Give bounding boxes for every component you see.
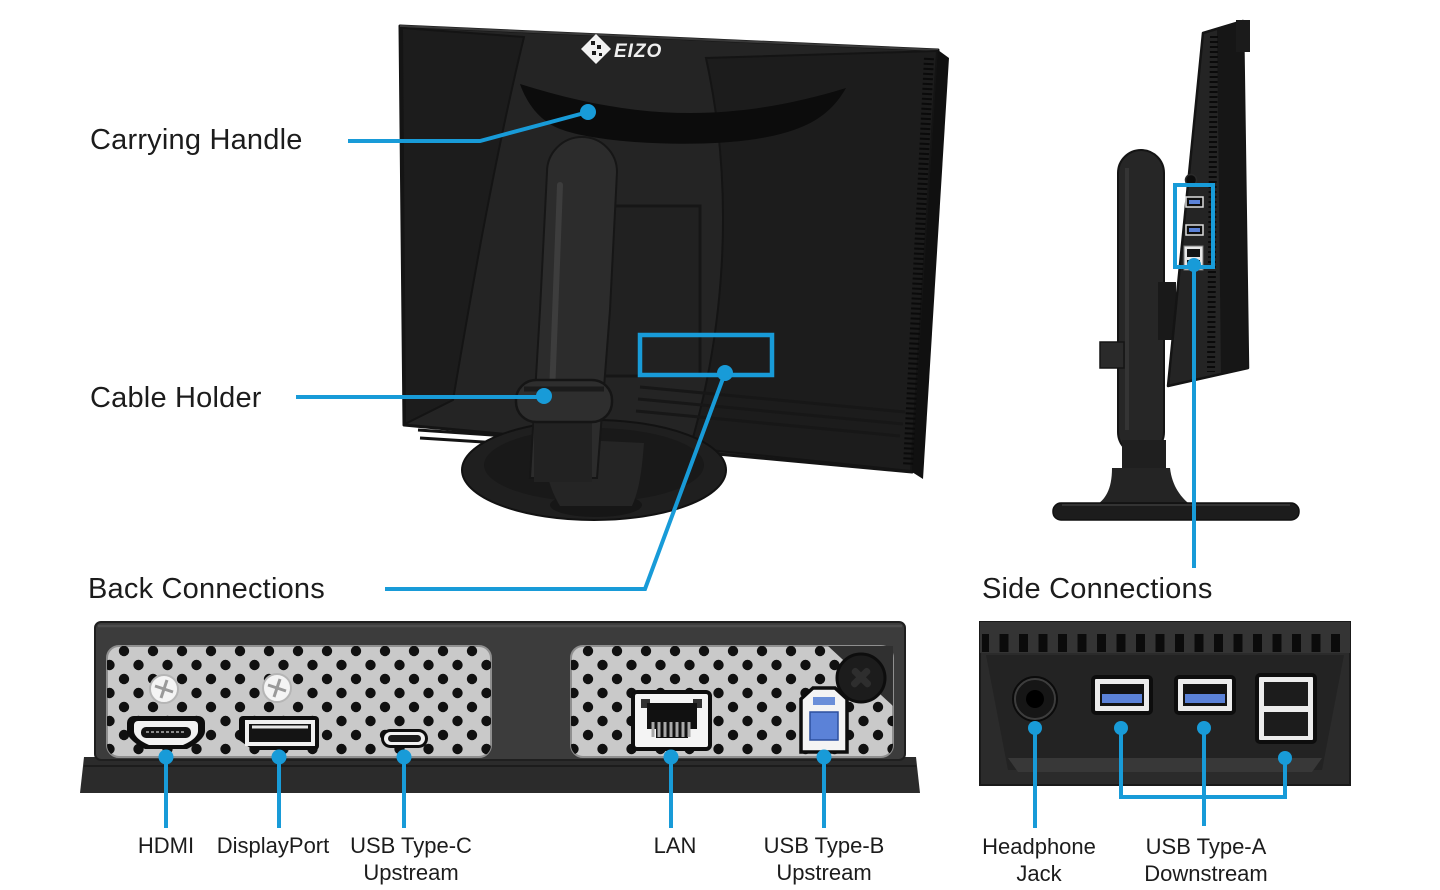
side-cable-holder-clip [1099,341,1125,369]
port-label-hdmi: HDMI [137,833,195,858]
carrying-handle-leader-line [348,110,589,143]
side-connections-dot [1187,258,1201,272]
side-usb-a-icon [1185,196,1204,208]
side-stand [1052,149,1300,521]
back-connections-panel [80,621,920,793]
screw-black-icon [835,652,887,704]
callout-cable-holder: Cable Holder [90,382,262,414]
port-label-headphone-jack: Headphone Jack [982,834,1096,886]
back-connections-highlight-box [637,332,775,378]
port-label-usb-type-a: USB Type-A Downstream [1144,834,1268,886]
screw-white-icon [149,674,179,704]
callout-carrying-handle: Carrying Handle [90,124,303,156]
side-connections-panel [979,621,1351,786]
usb-a-port-icon [1174,675,1236,715]
screw-white-icon [262,673,292,703]
port-label-displayport: DisplayPort [216,833,330,858]
callout-annotations [158,104,1292,828]
carrying-handle-recess [520,84,846,144]
back-port-leader-lines [158,749,832,828]
port-label-usb-type-b: USB Type-B Upstream [763,833,885,885]
headphone-jack-icon [1012,676,1058,722]
carrying-handle-dot [580,104,596,120]
usb-b-port-icon [799,686,849,754]
side-port-leader-lines [1028,721,1292,828]
callout-side-connections: Side Connections [982,573,1213,605]
back-view-monitor: EIZO [398,24,949,521]
cable-holder-dot [536,388,552,404]
port-label-lan: LAN [653,833,697,858]
side-usb-a-icon [1185,224,1204,236]
eizo-logo-text: EIZO [614,41,662,62]
usb-a-double-port-icon [1255,673,1317,744]
eizo-logo: EIZO [581,34,662,64]
displayport-port-icon [239,716,319,750]
port-label-usb-type-c: USB Type-C Upstream [350,833,472,885]
lan-port-icon [631,690,712,751]
back-connections-leader-line [385,372,727,591]
callout-back-connections: Back Connections [88,573,325,605]
stand-arm [514,136,619,482]
side-view-monitor [1052,19,1300,521]
usb-c-port-icon [381,729,428,748]
back-connections-dot [717,365,733,381]
usb-a-port-icon [1091,675,1153,715]
hdmi-port-icon [127,716,205,749]
cable-holder-ring [514,378,614,424]
